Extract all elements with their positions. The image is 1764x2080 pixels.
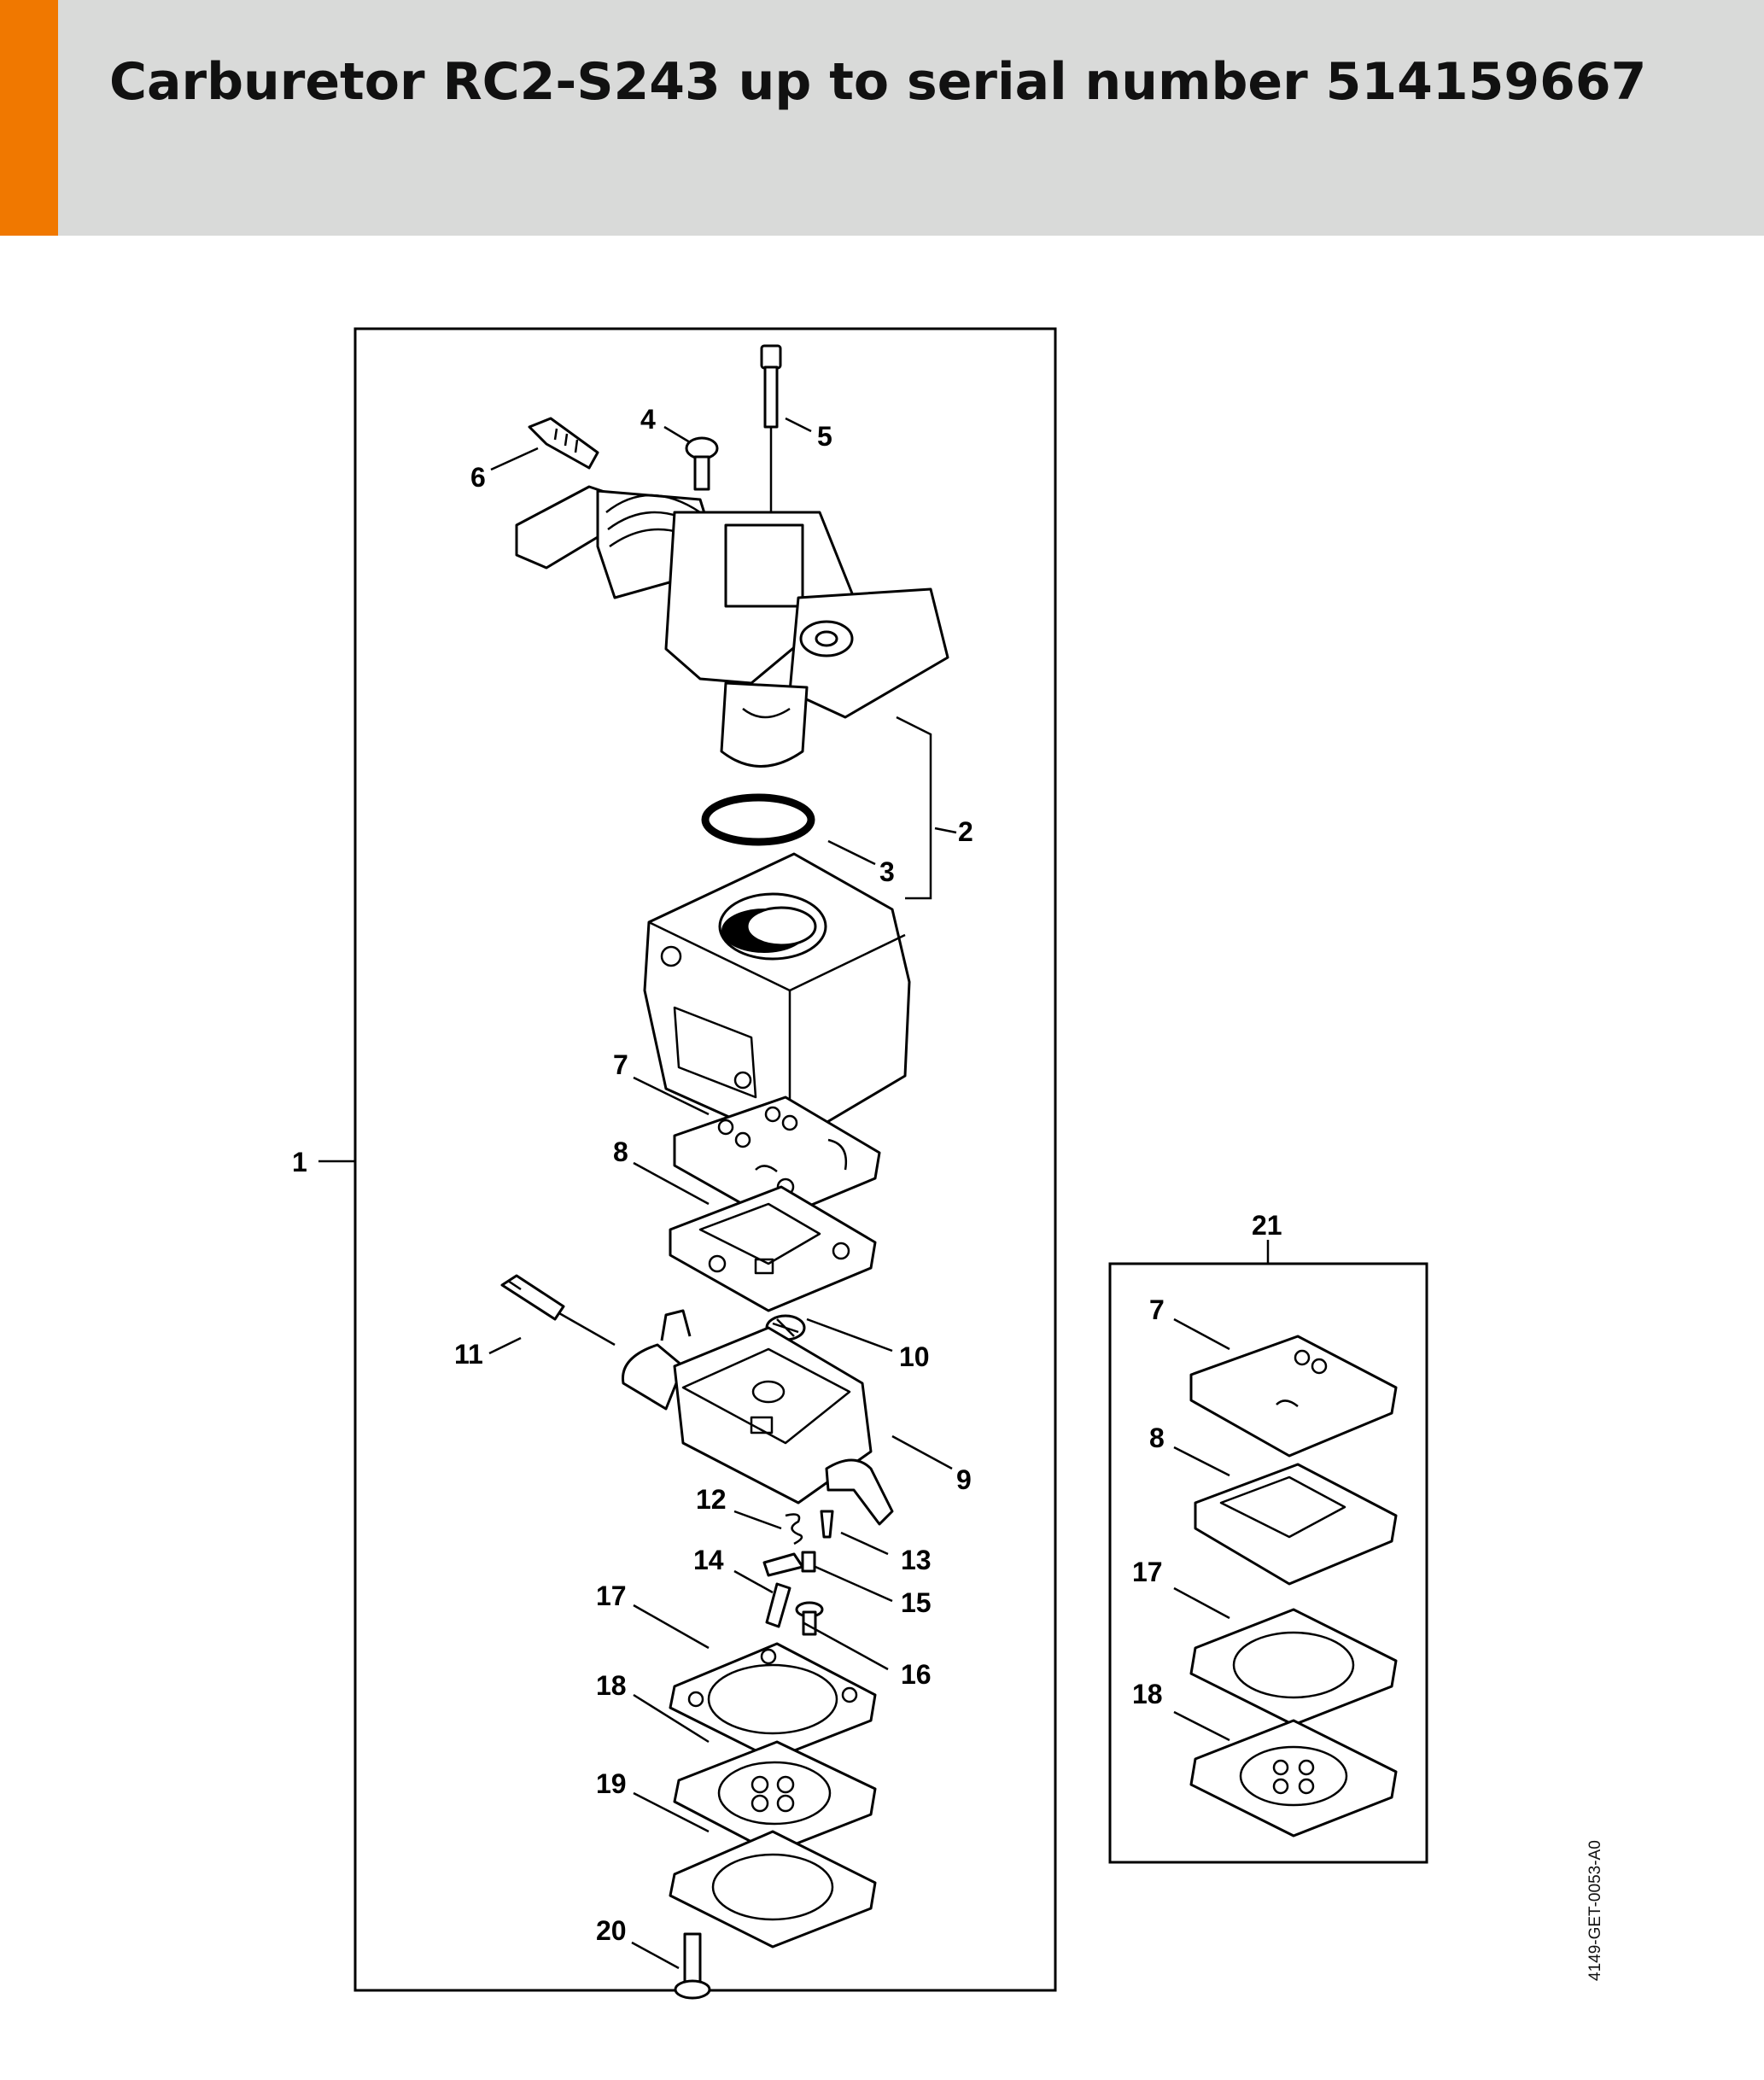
callout-labels: 1 2 3 4 5 6 7 8 9 10 11 12 13 14 15 16 1… xyxy=(292,404,1282,1946)
callout-15: 15 xyxy=(901,1587,932,1618)
callout-3: 3 xyxy=(879,856,895,887)
callout-18: 18 xyxy=(596,1670,627,1701)
page-title: Carburetor RC2-S243 up to serial number … xyxy=(109,52,1647,112)
part-18-diaphragm xyxy=(673,1740,877,1855)
part-2-housing xyxy=(515,485,949,768)
part-6-screw xyxy=(528,417,599,470)
part-16-screw xyxy=(795,1601,824,1636)
callout-kit-18: 18 xyxy=(1132,1679,1163,1709)
part-7-gasket xyxy=(673,1096,881,1223)
part-11-needle xyxy=(500,1274,616,1347)
callout-19: 19 xyxy=(596,1768,627,1799)
callout-17: 17 xyxy=(596,1580,627,1611)
callout-16: 16 xyxy=(901,1659,932,1690)
kit-part-18-diaphragm xyxy=(1189,1719,1398,1838)
callout-kit-7: 7 xyxy=(1149,1294,1165,1325)
callout-2: 2 xyxy=(958,816,973,847)
header-band: Carburetor RC2-S243 up to serial number … xyxy=(0,0,1764,236)
part-13-valve xyxy=(820,1510,834,1539)
callout-5: 5 xyxy=(817,421,832,452)
callout-9: 9 xyxy=(956,1464,972,1495)
callout-13: 13 xyxy=(901,1545,932,1575)
callout-6: 6 xyxy=(470,462,486,493)
leader-lines xyxy=(318,417,1270,1970)
part-5-screw xyxy=(760,344,782,512)
part-3-o-ring xyxy=(701,793,815,846)
callout-kit-17: 17 xyxy=(1132,1557,1163,1587)
part-4-screw xyxy=(685,436,719,491)
callout-1: 1 xyxy=(292,1147,307,1177)
accent-bar xyxy=(0,0,58,236)
callout-8: 8 xyxy=(613,1136,628,1167)
part-19-cover xyxy=(669,1830,877,1949)
part-17-gasket xyxy=(669,1642,877,1761)
part-8-gasket xyxy=(669,1185,877,1312)
callout-10: 10 xyxy=(899,1341,930,1372)
kit-part-8-gasket xyxy=(1194,1463,1398,1586)
callout-14: 14 xyxy=(693,1545,724,1575)
part-15-lever xyxy=(762,1551,816,1577)
carburetor-body xyxy=(643,852,911,1146)
part-12-spring xyxy=(785,1513,803,1545)
callout-7: 7 xyxy=(613,1049,628,1080)
callout-12: 12 xyxy=(696,1484,727,1515)
kit-part-7-gasket xyxy=(1189,1335,1398,1458)
part-20-screw xyxy=(674,1932,711,2000)
callout-20: 20 xyxy=(596,1915,627,1946)
callout-kit-8: 8 xyxy=(1149,1423,1165,1453)
reference-code: 4149-GET-0053-A0 xyxy=(1586,1840,1604,1981)
part-9-pump-housing xyxy=(622,1309,894,1526)
part-14-pin xyxy=(765,1582,791,1628)
callout-4: 4 xyxy=(640,404,656,435)
callout-kit-21: 21 xyxy=(1252,1210,1282,1241)
kit-part-17-gasket xyxy=(1189,1608,1398,1727)
callout-11: 11 xyxy=(454,1339,483,1370)
